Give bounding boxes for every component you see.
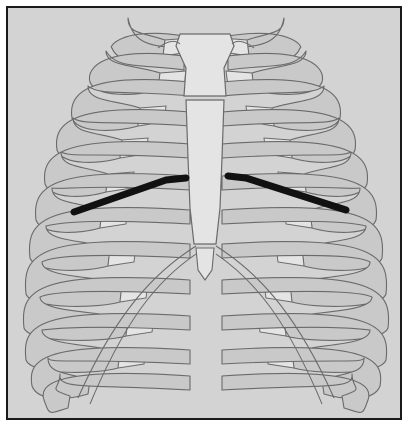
rib-right-10 <box>222 314 387 373</box>
rib-left-9 <box>23 278 190 341</box>
rib-left-10 <box>25 314 190 373</box>
xiphoid-process <box>196 248 214 280</box>
right-ribs <box>216 18 389 412</box>
rib-right-8 <box>222 242 387 307</box>
manubrium <box>176 34 234 96</box>
sternum-body <box>186 100 224 244</box>
illustration-frame <box>6 6 402 420</box>
rib-left-8 <box>25 242 190 307</box>
rib-cage-illustration <box>8 8 402 420</box>
left-ribs <box>23 18 196 412</box>
rib-right-9 <box>222 278 389 341</box>
